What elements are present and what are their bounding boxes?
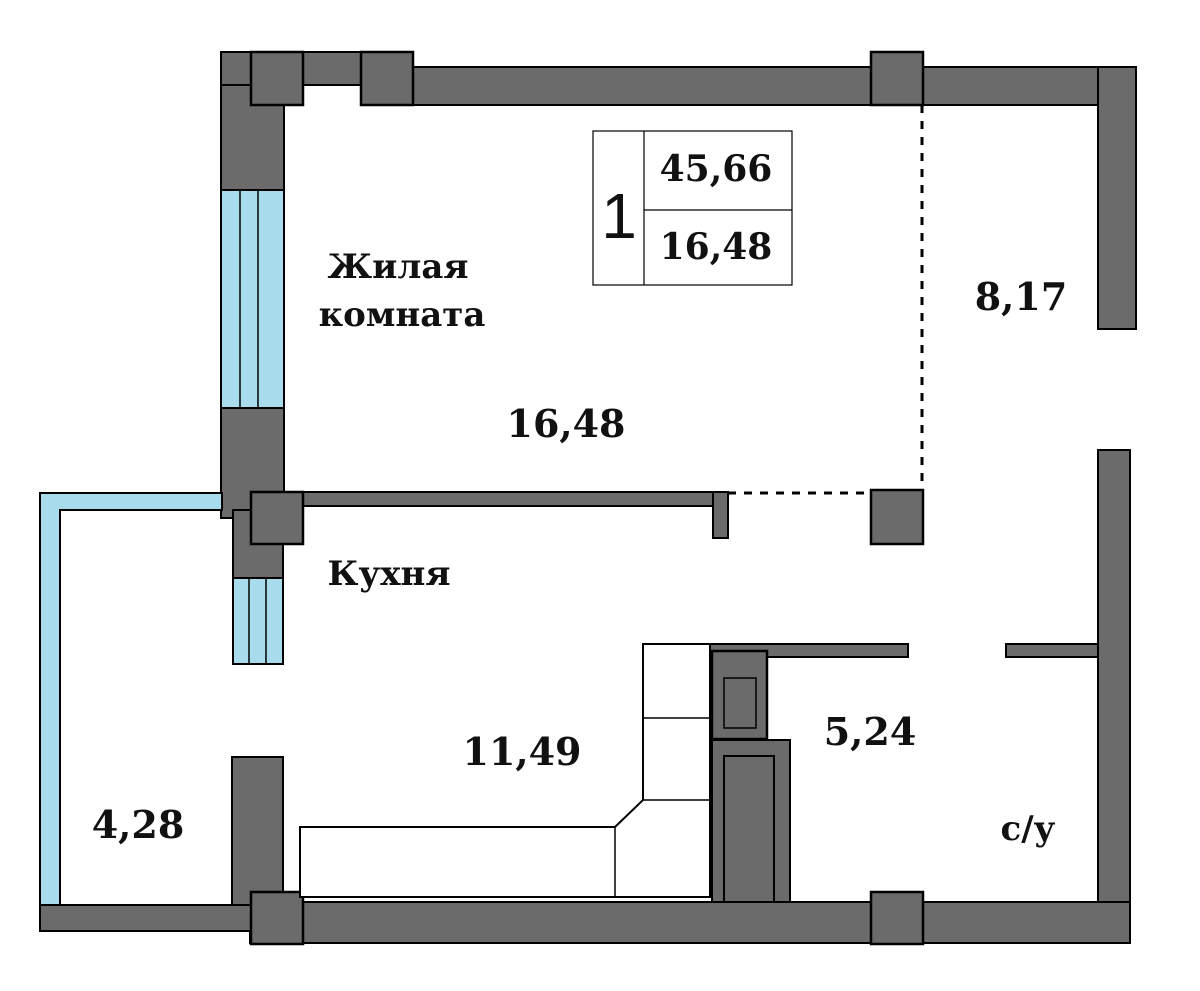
zone-boundary-dashed <box>728 105 924 495</box>
windows <box>39 189 285 906</box>
column-bottom-left <box>249 890 305 946</box>
living-area-card: 16,48 <box>660 226 773 268</box>
wall-bathroom-top-right <box>1005 643 1099 658</box>
bathroom-label: с/у <box>1001 809 1056 849</box>
wall-right-lower <box>1097 449 1131 944</box>
column-bottom-right <box>869 890 925 946</box>
room-labels: Жилая комната 16,48 Кухня 11,49 8,17 5,2… <box>92 247 1068 849</box>
balcony-area: 4,28 <box>92 802 185 847</box>
column-center-left <box>249 490 305 546</box>
kitchen-area: 11,49 <box>463 729 582 774</box>
kitchen-label: Кухня <box>328 554 451 594</box>
total-area: 45,66 <box>660 148 773 190</box>
window-living <box>220 189 285 409</box>
wall-bottom <box>249 901 1131 944</box>
wall-bathroom-inner-line <box>723 755 775 903</box>
wall-partition-living-kitchen <box>283 491 729 507</box>
ventilation-duct <box>723 677 757 729</box>
column-center-right <box>869 488 925 546</box>
bathroom-area: 5,24 <box>824 709 917 754</box>
window-kitchen <box>232 577 284 665</box>
wall-top-main <box>360 66 1137 106</box>
hall-area: 8,17 <box>975 274 1068 319</box>
balcony-glazing <box>39 492 223 906</box>
living-room-label-line2: комната <box>319 295 486 335</box>
apartment-info-card: 1 45,66 16,48 <box>592 130 793 286</box>
columns <box>249 50 925 946</box>
living-room-area: 16,48 <box>507 401 626 446</box>
wall-right-upper <box>1097 66 1137 330</box>
wall-partition-stub <box>712 491 729 539</box>
wall-balcony-inner <box>231 756 284 906</box>
wall-bottom-balcony <box>39 904 256 932</box>
kitchen-counter-top <box>299 643 711 898</box>
living-room-label-line1: Жилая <box>328 247 469 287</box>
rooms-count: 1 <box>601 180 637 252</box>
column-top-left <box>249 50 305 107</box>
column-top-window <box>359 50 415 107</box>
column-top-right <box>869 50 925 107</box>
kitchen-counter <box>299 643 711 898</box>
